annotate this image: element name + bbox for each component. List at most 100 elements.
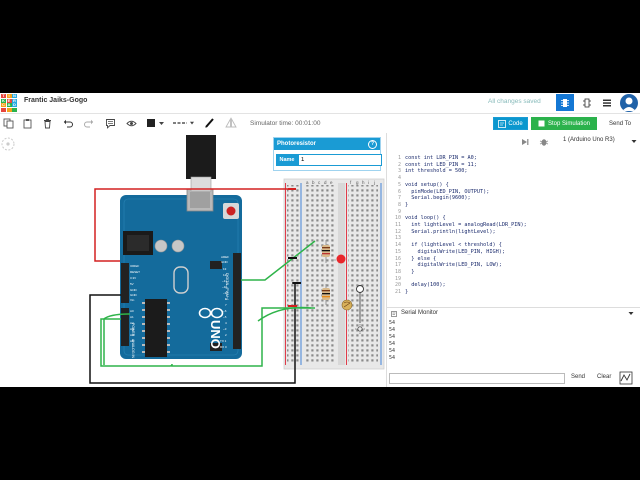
a0-label: A0 xyxy=(130,309,134,313)
serial-monitor-header[interactable]: Serial Monitor xyxy=(387,307,640,320)
serial-line: 54 xyxy=(389,355,396,361)
rx-label: RX 0 xyxy=(220,345,227,349)
line-number: 5 xyxy=(397,181,401,188)
chip-outline-icon xyxy=(583,98,591,107)
wire-style-picker[interactable] xyxy=(172,116,196,130)
code-line: } else { xyxy=(405,255,437,262)
user-avatar[interactable] xyxy=(620,94,638,112)
delete-button[interactable] xyxy=(40,116,54,130)
edit-toolbar: Simulator time: 00:01:00 Code Stop Simul… xyxy=(0,114,640,133)
copy-button[interactable] xyxy=(1,116,15,130)
line-number: 21 xyxy=(394,289,401,295)
code-line: const int LED_PIN = 11; xyxy=(405,161,477,168)
component-list-button[interactable] xyxy=(598,94,616,111)
copy-icon xyxy=(3,118,13,128)
serial-monitor-icon xyxy=(391,311,397,317)
pin6-label: ~6 xyxy=(223,309,227,313)
pin4-label: 4 xyxy=(225,321,227,325)
breadboard[interactable]: a b c d e f g h i j xyxy=(283,178,385,370)
pin13-label: 13 xyxy=(223,267,227,271)
analog-in-label: ANALOG IN xyxy=(131,339,135,359)
code-line: if (lightLevel < threshold) { xyxy=(405,242,502,249)
color-picker[interactable] xyxy=(145,116,165,130)
send-to-button[interactable]: Send To xyxy=(609,120,631,127)
code-line: int lightLevel = analogRead(LDR_PIN); xyxy=(405,222,527,228)
code-button[interactable]: Code xyxy=(493,117,528,130)
circuit-canvas[interactable]: UNO POWER ANALOG IN DIGITAL (PWM~) AREF … xyxy=(0,133,385,387)
mirror-button[interactable] xyxy=(224,116,238,130)
redo-button[interactable] xyxy=(81,116,95,130)
line-number: 4 xyxy=(397,175,401,182)
inspector-name-row: Name xyxy=(276,154,382,166)
led[interactable] xyxy=(331,254,346,264)
flip-button[interactable] xyxy=(203,116,217,130)
light-slider[interactable] xyxy=(355,285,365,334)
line-number: 7 xyxy=(397,195,401,202)
circuit-view-button[interactable] xyxy=(556,94,574,111)
paste-button[interactable] xyxy=(20,116,34,130)
graph-icon[interactable] xyxy=(619,371,633,385)
digital-pwm-label: DIGITAL (PWM~) xyxy=(225,273,229,300)
undo-button[interactable] xyxy=(61,116,75,130)
serial-line: 54 xyxy=(389,341,396,347)
line-number: 11 xyxy=(394,222,401,228)
resistor-led[interactable] xyxy=(322,240,330,263)
send-button[interactable]: Send xyxy=(571,374,586,380)
undo-icon xyxy=(63,119,73,127)
line-number: 6 xyxy=(397,188,401,195)
schematic-view-button[interactable] xyxy=(578,94,596,111)
inspector-header: Photoresistor ? xyxy=(274,138,380,150)
pin7-label: 7 xyxy=(225,303,227,307)
project-title[interactable]: Frantic Jaiks-Gogo xyxy=(24,97,88,104)
digital-header xyxy=(233,253,241,349)
clear-button[interactable]: Clear xyxy=(597,374,612,380)
help-icon[interactable]: ? xyxy=(368,140,377,149)
tinkercad-app: T I N K E R C A D Frantic Jaiks-Gogo All… xyxy=(0,93,640,387)
chevron-down-icon[interactable] xyxy=(628,311,634,316)
serial-input[interactable] xyxy=(389,373,565,384)
line-number: 9 xyxy=(397,208,401,215)
device-select[interactable]: 1 (Arduino Uno R3) xyxy=(563,137,615,143)
serial-line: 54 xyxy=(389,327,396,333)
inspector-title: Photoresistor xyxy=(277,141,317,147)
resistor-ldr[interactable] xyxy=(322,284,330,305)
line-number: 18 xyxy=(394,268,401,275)
flip-icon xyxy=(205,118,214,128)
serial-output: 54 54 54 54 54 54 xyxy=(387,320,640,370)
wires[interactable] xyxy=(89,188,316,384)
stop-simulation-button[interactable]: Stop Simulation xyxy=(531,117,597,130)
pin12-label: 12 xyxy=(223,273,227,277)
code-line: const int LDR_PIN = A0; xyxy=(405,155,477,161)
color-swatch-icon xyxy=(147,119,164,127)
gnd2-label: GND xyxy=(130,293,138,297)
pin8-label: 8 xyxy=(225,297,227,301)
a5-label: A5 xyxy=(130,339,134,343)
line-number: 13 xyxy=(394,235,401,242)
code-line: Serial.println(lightLevel); xyxy=(405,228,496,235)
a3-label: A3 xyxy=(130,327,134,331)
serial-line: 54 xyxy=(389,348,396,354)
serial-monitor-title: Serial Monitor xyxy=(401,310,439,316)
bb-col-e: e xyxy=(330,180,333,185)
line-number: 2 xyxy=(397,161,401,168)
code-line: } xyxy=(405,201,409,208)
ioref-label: IOREF xyxy=(130,264,139,268)
code-line: void loop() { xyxy=(405,215,446,222)
fit-view-icon[interactable] xyxy=(1,137,15,151)
tinkercad-logo[interactable]: T I N K E R C A D xyxy=(1,94,17,112)
bb-col-c: c xyxy=(318,180,321,185)
photoresistor[interactable] xyxy=(341,299,353,311)
view-notes-button[interactable] xyxy=(124,116,138,130)
debug-icon[interactable] xyxy=(539,137,549,147)
usb-cable xyxy=(186,135,216,192)
upload-icon[interactable] xyxy=(521,138,529,146)
notes-button[interactable] xyxy=(103,116,117,130)
bb-col-g: g xyxy=(356,180,359,185)
arduino-uno-board[interactable]: UNO POWER ANALOG IN DIGITAL (PWM~) AREF … xyxy=(120,188,242,359)
circuit-drawing: UNO POWER ANALOG IN DIGITAL (PWM~) AREF … xyxy=(1,135,385,384)
chevron-down-icon[interactable] xyxy=(631,139,637,144)
name-input[interactable] xyxy=(298,154,382,166)
pin9-label: ~9 xyxy=(223,291,227,295)
